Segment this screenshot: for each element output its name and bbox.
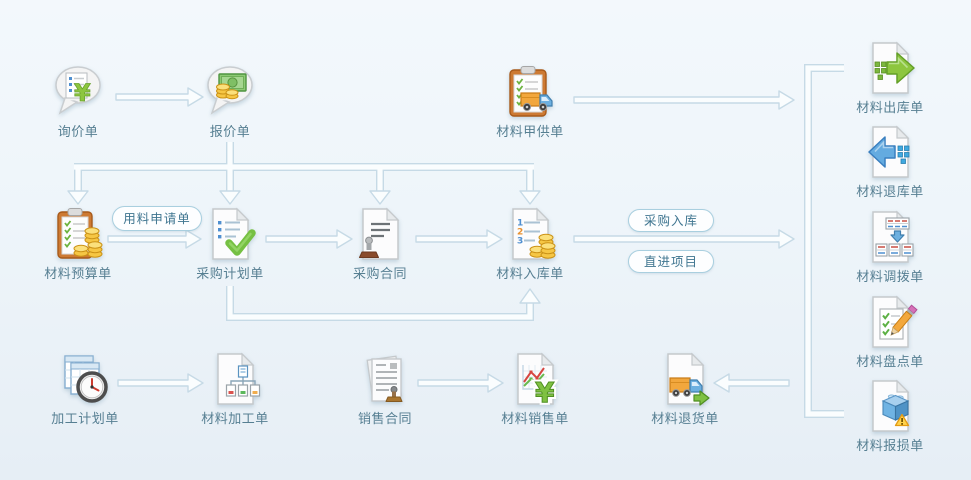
warehouse-bus-bracket [804,64,844,418]
edge-procplan-to-processing [117,373,204,393]
node-material-return-stock-form[interactable]: 材料退库单 [830,124,950,200]
clipboard-truck-icon [502,64,558,120]
node-label: 采购计划单 [196,267,264,282]
chart-yen-icon: ¥ ¥ [507,351,563,407]
document-box-warning-icon [862,378,918,434]
document-tree-icon [207,351,263,407]
svg-text:2: 2 [517,228,523,238]
clipboard-coins-icon [50,206,106,262]
node-quotation-form[interactable]: 报价单 [170,64,290,140]
node-label: 材料甲供单 [496,125,564,140]
document-checklist-pencil-icon [862,294,918,350]
document-truck-icon [657,351,713,407]
node-purchase-contract[interactable]: 采购合同 [320,206,440,282]
node-label: 材料预算单 [44,267,112,282]
edge-label-purchase-inbound: 采购入库 [628,209,714,232]
node-material-processing-form[interactable]: 材料加工单 [175,351,295,427]
document-check-icon [202,206,258,262]
edge-budget-to-plan [107,229,202,249]
node-material-sales-form[interactable]: ¥ ¥ 材料销售单 [475,351,595,427]
edge-plan-to-contract [265,229,353,249]
documents-stamp-icon [357,351,413,407]
node-label: 材料退库单 [856,185,924,200]
node-label: 询价单 [57,125,99,140]
edge-quotation-fanout [67,142,541,205]
edge-contract-to-inbound [415,229,503,249]
tables-clock-icon [57,351,113,407]
document-arrow-in-icon [862,124,918,180]
node-label: 采购合同 [352,267,407,282]
node-label: 材料调拨单 [856,270,924,285]
quotation-bubble-icon [202,64,258,120]
svg-text:¥: ¥ [535,376,555,407]
inquiry-bubble-icon: ¥ [50,64,106,120]
node-material-inbound-form[interactable]: 1 2 3 材料入库单 [470,206,590,282]
svg-text:1: 1 [517,219,523,229]
document-arrow-out-icon [862,40,918,96]
node-processing-plan-form[interactable]: 加工计划单 [25,351,145,427]
node-label: 报价单 [209,125,251,140]
node-purchase-plan-form[interactable]: 采购计划单 [170,206,290,282]
node-label: 材料盘点单 [856,355,924,370]
node-label: 材料报损单 [856,439,924,454]
svg-text:¥: ¥ [74,79,91,107]
node-label: 材料入库单 [496,267,564,282]
document-transfer-icon [862,209,918,265]
node-label: 材料退货单 [651,412,719,427]
node-material-damage-form[interactable]: 材料报损单 [830,378,950,454]
node-label: 材料出库单 [856,101,924,116]
node-sales-contract[interactable]: 销售合同 [325,351,445,427]
node-label: 销售合同 [357,412,412,427]
node-label: 加工计划单 [51,412,119,427]
node-label: 材料加工单 [201,412,269,427]
contract-stamp-icon [352,206,408,262]
node-material-outbound-form[interactable]: 材料出库单 [830,40,950,116]
document-coins-icon: 1 2 3 [502,206,558,262]
edge-label-material-request: 用料申请单 [112,206,202,231]
node-label: 材料销售单 [501,412,569,427]
edge-inbound-to-bus [573,229,795,249]
node-owner-supplied-material-form[interactable]: 材料甲供单 [470,64,590,140]
svg-text:3: 3 [517,237,523,247]
edge-bus-to-returns [713,373,790,393]
edge-salescontract-to-sales [417,373,504,393]
node-material-budget-form[interactable]: 材料预算单 [18,206,138,282]
svg-text:¥: ¥ [535,376,555,407]
edge-owner-supplied-to-bus [573,90,795,110]
edge-label-direct-to-project: 直进项目 [628,250,714,273]
node-material-return-goods-form[interactable]: 材料退货单 [625,351,745,427]
node-material-stocktake-form[interactable]: 材料盘点单 [830,294,950,370]
edge-plan-to-inbound-loop [226,286,541,321]
node-material-transfer-form[interactable]: 材料调拨单 [830,209,950,285]
edge-inquiry-to-quotation [115,87,204,107]
node-inquiry-form[interactable]: ¥ 询价单 [18,64,138,140]
